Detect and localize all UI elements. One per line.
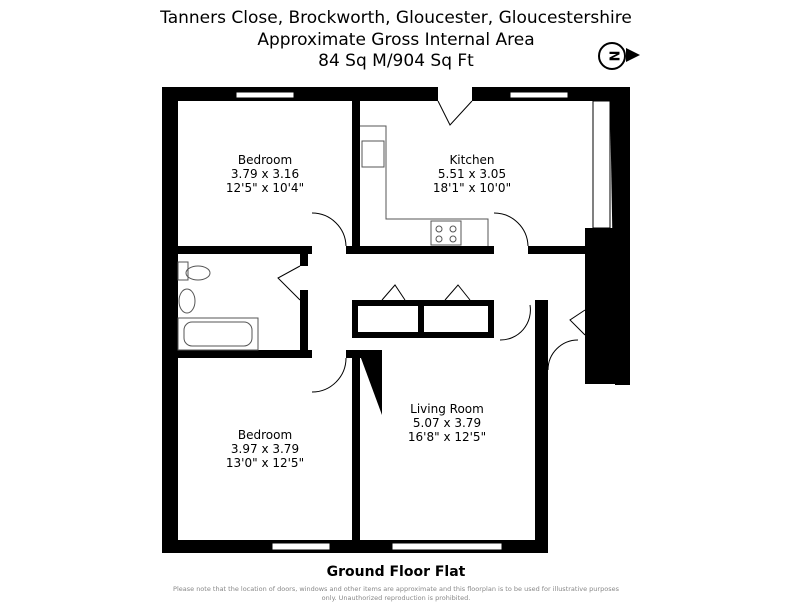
room-name: Living Room: [410, 402, 484, 416]
room-label-kitchen: Kitchen 5.51 x 3.05 18'1" x 10'0": [392, 153, 552, 195]
room-imperial: 18'1" x 10'0": [432, 181, 512, 195]
room-name: Bedroom: [237, 153, 293, 167]
room-metric: 5.07 x 3.79: [412, 416, 482, 430]
bathroom-fixtures: [177, 261, 259, 351]
room-name: Bedroom: [237, 428, 293, 442]
compass-icon: N: [598, 42, 626, 70]
room-metric: 3.97 x 3.79: [230, 442, 300, 456]
room-label-bedroom-2: Bedroom 3.97 x 3.79 13'0" x 12'5": [185, 428, 345, 470]
room-label-bedroom-1: Bedroom 3.79 x 3.16 12'5" x 10'4": [185, 153, 345, 195]
room-imperial: 16'8" x 12'5": [407, 430, 487, 444]
walls: [162, 87, 630, 553]
compass-arrow-icon: [626, 48, 640, 62]
room-imperial: 13'0" x 12'5": [225, 456, 305, 470]
area-value: 84 Sq M/904 Sq Ft: [318, 51, 474, 71]
room-metric: 5.51 x 3.05: [437, 167, 507, 181]
room-imperial: 12'5" x 10'4": [225, 181, 305, 195]
kitchen-units: [360, 125, 489, 246]
room-metric: 3.79 x 3.16: [230, 167, 300, 181]
address-title: Tanners Close, Brockworth, Gloucester, G…: [160, 8, 632, 28]
room-name: Kitchen: [449, 153, 495, 167]
windows: [235, 91, 611, 551]
doors: [277, 100, 586, 393]
floor-label: Ground Floor Flat: [326, 564, 466, 580]
room-label-living-room: Living Room 5.07 x 3.79 16'8" x 12'5": [367, 402, 527, 444]
area-label: Approximate Gross Internal Area: [257, 30, 535, 50]
disclaimer: Please note that the location of doors, …: [173, 585, 619, 602]
